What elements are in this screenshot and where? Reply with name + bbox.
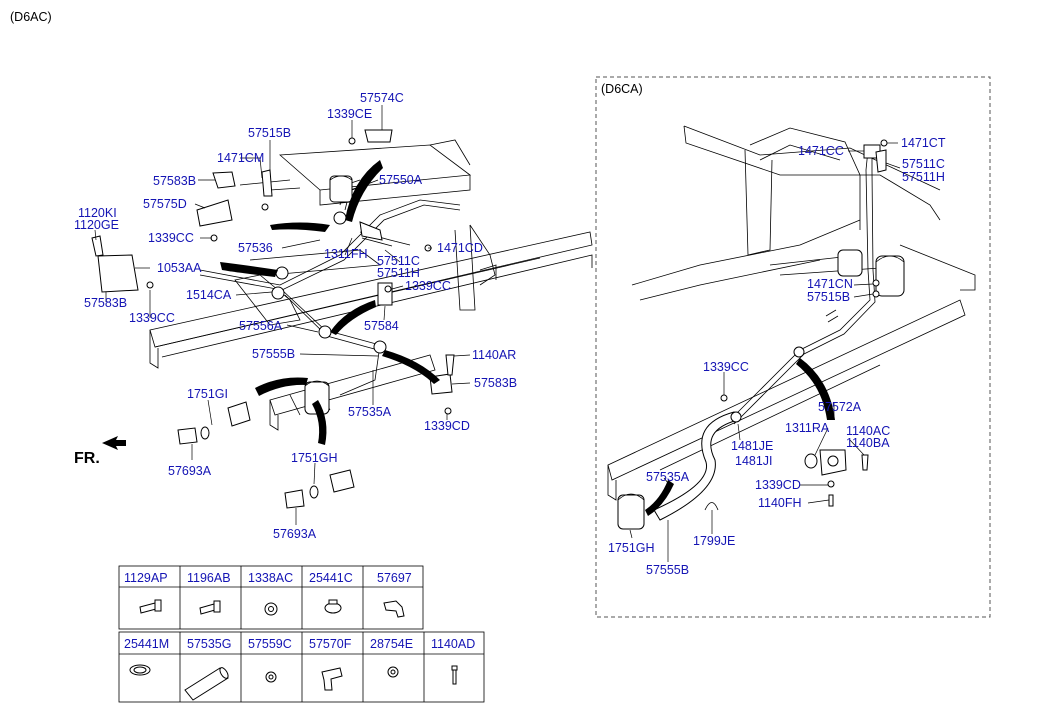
tee-fitting-icon bbox=[321, 667, 343, 691]
inset-callout-1471CT: 1471CT bbox=[901, 136, 946, 150]
inset-callout-1481JE: 1481JE bbox=[731, 439, 773, 453]
callout-57583B-top: 57583B bbox=[153, 174, 196, 188]
bolt-icon bbox=[139, 599, 162, 614]
callout-1140AR: 1140AR bbox=[472, 348, 516, 362]
callout-1120KI: 1120KI bbox=[78, 206, 117, 220]
inset-callout-1471CC: 1471CC bbox=[798, 144, 844, 158]
callout-1471CM: 1471CM bbox=[217, 151, 264, 165]
parts-table: 1129AP 1196AB 1338AC 25441C 57697 25441M… bbox=[118, 565, 485, 703]
inset-callout-labels: 1471CC 1471CT 57511C 57511H 1471CN 57515… bbox=[608, 136, 946, 577]
callout-57555B: 57555B bbox=[252, 347, 295, 361]
variant-title-main: (D6AC) bbox=[10, 10, 52, 24]
inset-callout-1471CN: 1471CN bbox=[807, 277, 853, 291]
inset-callout-1799JE: 1799JE bbox=[693, 534, 735, 548]
callout-57511H: 57511H bbox=[377, 266, 420, 280]
table-cell-57570F: 57570F bbox=[309, 637, 352, 651]
callout-1311FH: 1311FH bbox=[324, 247, 368, 261]
table-cell-1129AP: 1129AP bbox=[124, 571, 168, 585]
inset-drawing bbox=[607, 125, 976, 530]
inset-callout-57572A: 57572A bbox=[818, 400, 862, 414]
table-cell-1338AC: 1338AC bbox=[248, 571, 293, 585]
inset-leader-lines bbox=[629, 142, 901, 562]
inset-callout-1140AC: 1140AC bbox=[846, 424, 890, 438]
callout-57584: 57584 bbox=[364, 319, 399, 333]
main-frame-drawing bbox=[91, 129, 593, 509]
table-cell-57697: 57697 bbox=[377, 571, 412, 585]
callout-57693A-b: 57693A bbox=[273, 527, 317, 541]
variant-title-inset: (D6CA) bbox=[601, 82, 643, 96]
callout-1339CC-c: 1339CC bbox=[405, 279, 451, 293]
hose-clamp-icon bbox=[129, 664, 151, 676]
callout-1339CC-a: 1339CC bbox=[148, 231, 194, 245]
table-cell-1196AB: 1196AB bbox=[187, 571, 231, 585]
nut-icon bbox=[265, 671, 277, 683]
nut-icon bbox=[264, 602, 278, 616]
hose-clamp-icon bbox=[324, 599, 342, 614]
inset-callout-1140FH: 1140FH bbox=[758, 496, 802, 510]
inset-callout-1339CD: 1339CD bbox=[755, 478, 801, 492]
callout-57556A: 57556A bbox=[239, 319, 283, 333]
callout-57693A-a: 57693A bbox=[168, 464, 212, 478]
callout-1471CD: 1471CD bbox=[437, 241, 483, 255]
elbow-fitting-icon bbox=[383, 600, 405, 618]
callout-57511C: 57511C bbox=[377, 254, 420, 268]
bolt-icon bbox=[199, 600, 221, 615]
inset-callout-57511H: 57511H bbox=[902, 170, 945, 184]
callout-1514CA: 1514CA bbox=[186, 288, 232, 302]
nut-icon bbox=[387, 666, 399, 678]
table-cell-28754E: 28754E bbox=[370, 637, 413, 651]
inset-callout-1481JI: 1481JI bbox=[735, 454, 773, 468]
screw-icon bbox=[451, 665, 458, 685]
callout-1053AA: 1053AA bbox=[157, 261, 202, 275]
table-cell-57559C: 57559C bbox=[248, 637, 292, 651]
table-cell-1140AD: 1140AD bbox=[431, 637, 475, 651]
callout-1120GE: 1120GE bbox=[74, 218, 119, 232]
callout-57583B-right: 57583B bbox=[474, 376, 517, 390]
inset-callout-57511C: 57511C bbox=[902, 157, 945, 171]
table-cell-25441M: 25441M bbox=[124, 637, 169, 651]
inset-callout-1339CC: 1339CC bbox=[703, 360, 749, 374]
callout-57583B-left: 57583B bbox=[84, 296, 127, 310]
inset-callout-1311RA: 1311RA bbox=[785, 421, 830, 435]
callout-1339CD: 1339CD bbox=[424, 419, 470, 433]
main-leader-lines bbox=[94, 105, 471, 525]
callout-57515B: 57515B bbox=[248, 126, 291, 140]
inset-callout-57555B: 57555B bbox=[646, 563, 689, 577]
inset-callout-1751GH: 1751GH bbox=[608, 541, 655, 555]
callout-1339CC-b: 1339CC bbox=[129, 311, 175, 325]
hose-sleeve-icon bbox=[184, 667, 229, 701]
inset-callout-57535A: 57535A bbox=[646, 470, 690, 484]
inset-callout-57515B: 57515B bbox=[807, 290, 850, 304]
front-marker: FR. bbox=[74, 450, 100, 467]
callout-1751GI: 1751GI bbox=[187, 387, 228, 401]
inset-frame bbox=[595, 76, 991, 618]
callout-57536: 57536 bbox=[238, 241, 273, 255]
callout-57575D: 57575D bbox=[143, 197, 187, 211]
main-callout-labels: 57574C 1339CE 57515B 1471CM 57583B 57575… bbox=[74, 91, 517, 541]
callout-1751GH: 1751GH bbox=[291, 451, 338, 465]
table-cell-57535G: 57535G bbox=[187, 637, 231, 651]
callout-1339CE: 1339CE bbox=[327, 107, 372, 121]
table-cell-25441C: 25441C bbox=[309, 571, 353, 585]
callout-57550A: 57550A bbox=[379, 173, 423, 187]
callout-57574C: 57574C bbox=[360, 91, 404, 105]
callout-57535A: 57535A bbox=[348, 405, 392, 419]
inset-callout-1140BA: 1140BA bbox=[846, 436, 890, 450]
